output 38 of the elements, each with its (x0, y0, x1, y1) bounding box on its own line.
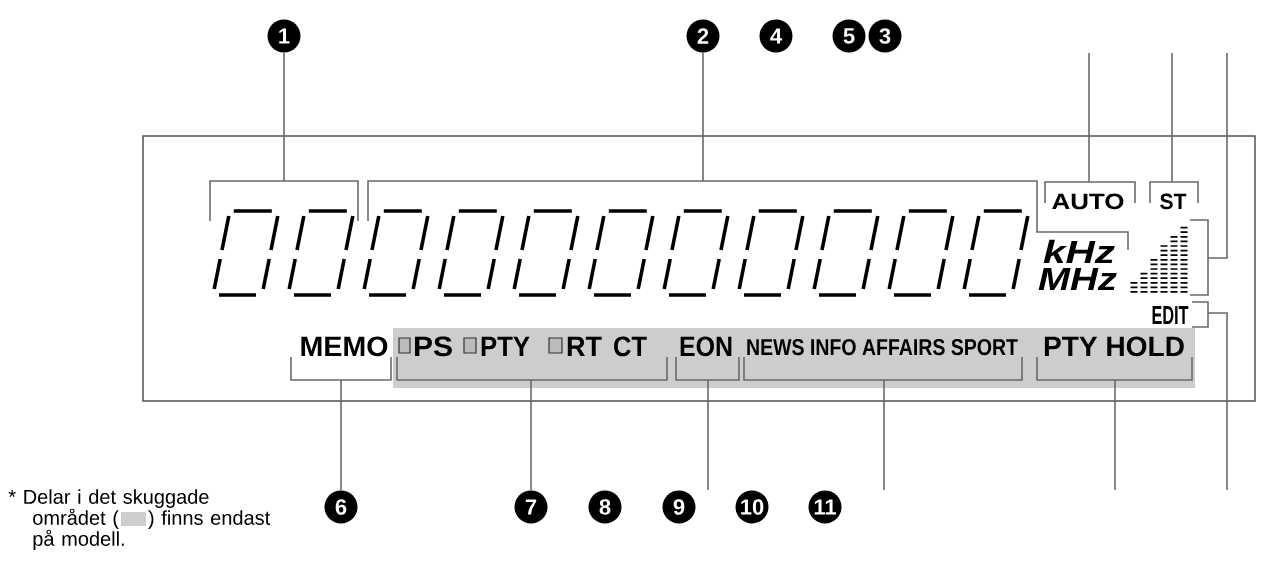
callout-number: 1 (267, 19, 301, 53)
leader-line (1171, 52, 1173, 183)
indicator-label: CT (614, 336, 647, 357)
callout-number: 8 (588, 490, 622, 524)
callout-number: 6 (324, 490, 358, 524)
unit-label: MHz (1038, 267, 1117, 290)
indicator-label: NEWS INFO AFFAIRS SPORT (747, 338, 1018, 356)
indicator-label: RT (567, 336, 602, 356)
display-panel (142, 135, 1256, 402)
leader-line (702, 51, 704, 182)
indicator-label: PS (415, 336, 452, 357)
leader-line (1088, 52, 1090, 183)
unit-label: kHz (1043, 239, 1115, 263)
leader-line (1114, 379, 1116, 491)
callout-number: 4 (759, 19, 793, 53)
indicator-label: EDIT (1152, 306, 1189, 324)
leader-line (883, 379, 885, 491)
leader-line (707, 379, 709, 491)
leader-line (340, 379, 342, 492)
callout-number: 5 (832, 19, 866, 53)
indicator-label: PTY (481, 336, 530, 356)
leader-line (1207, 312, 1228, 491)
shaded-band (393, 328, 1195, 388)
indicator-label: ST (1160, 193, 1187, 210)
callout-number: 10 (735, 490, 769, 524)
indicator-label: MEMO (301, 336, 388, 357)
leader-line (530, 379, 532, 492)
callout-number: 7 (514, 490, 548, 524)
indicator-label: EON (680, 336, 732, 357)
indicator-label: AUTO (1052, 193, 1124, 210)
leader-line (1207, 52, 1228, 259)
callout-number: 11 (808, 490, 842, 524)
leader-line (283, 51, 285, 182)
callout-number: 2 (686, 19, 720, 53)
footnote: * Delar i det skuggade området ( ) finns endast på modell. (8, 489, 271, 550)
callout-number: 9 (662, 490, 696, 524)
indicator-label: PTY HOLD (1044, 336, 1184, 357)
callout-number: 3 (868, 19, 902, 53)
